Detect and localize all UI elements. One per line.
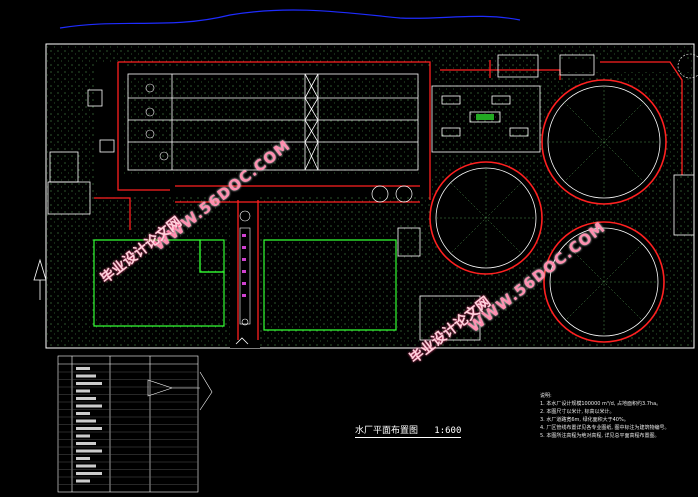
filter-tank-block — [127, 73, 419, 171]
drawing-scale-text: 1:600 — [434, 426, 462, 436]
north-arrow-icon — [33, 258, 47, 300]
legend-text-block — [76, 457, 90, 460]
legend-text-block — [76, 449, 102, 453]
legend-text-block — [76, 367, 90, 370]
legend-text-block — [76, 479, 90, 483]
drawing-notes: 说明: 1. 本水厂设计规模100000 m³/d, 占地面积约3.7ha。 2… — [540, 392, 670, 440]
notes-line: 3. 水厂道路宽6m, 绿化面积大于40%。 — [540, 417, 629, 423]
drawing-title: 水厂平面布置图 1:600 — [355, 423, 462, 438]
legend-flag-symbol — [199, 371, 213, 411]
legend-arrow-symbol — [147, 379, 200, 397]
notes-line: 2. 本图尺寸以米计, 标高以米计。 — [540, 409, 615, 415]
entrance-marker — [235, 337, 249, 345]
small-buildings — [47, 54, 695, 341]
drawing-title-text: 水厂平面布置图 — [355, 426, 419, 436]
notes-line: 5. 本图所注高程为绝对高程, 详见总平面高程布置图。 — [540, 433, 660, 439]
road-network — [94, 60, 690, 348]
notes-line: 4. 厂区管线布置详见各专业图纸, 图中标注为建筑物编号。 — [540, 425, 670, 431]
dosing-room — [431, 85, 541, 153]
legend-text-block — [76, 464, 96, 468]
legend-text-block — [76, 389, 90, 393]
small-round-tanks — [371, 185, 413, 203]
dosing-center-block — [476, 114, 494, 120]
legend-text-block — [76, 404, 102, 408]
legend-text-block — [76, 382, 102, 385]
notes-heading: 说明: — [540, 393, 552, 399]
walkway-markers — [242, 234, 246, 297]
legend-text-block — [76, 472, 102, 475]
notes-line: 1. 本水厂设计规模100000 m³/d, 占地面积约3.7ha。 — [540, 401, 662, 407]
tank-number-circles — [145, 83, 169, 161]
tree-symbol — [677, 53, 698, 79]
legend-text-block — [76, 427, 102, 430]
legend-text-block — [76, 419, 96, 423]
top-boundary-curve — [59, 9, 521, 29]
legend-text-block — [76, 397, 96, 400]
main-buildings — [93, 239, 397, 331]
legend-text-block — [76, 434, 90, 438]
legend-text-block — [76, 374, 96, 378]
legend-text-block — [76, 442, 96, 445]
clarifier-spokes — [436, 86, 660, 336]
legend-text-block — [76, 412, 90, 415]
legend-rows — [58, 367, 198, 485]
central-walkway — [239, 210, 251, 326]
